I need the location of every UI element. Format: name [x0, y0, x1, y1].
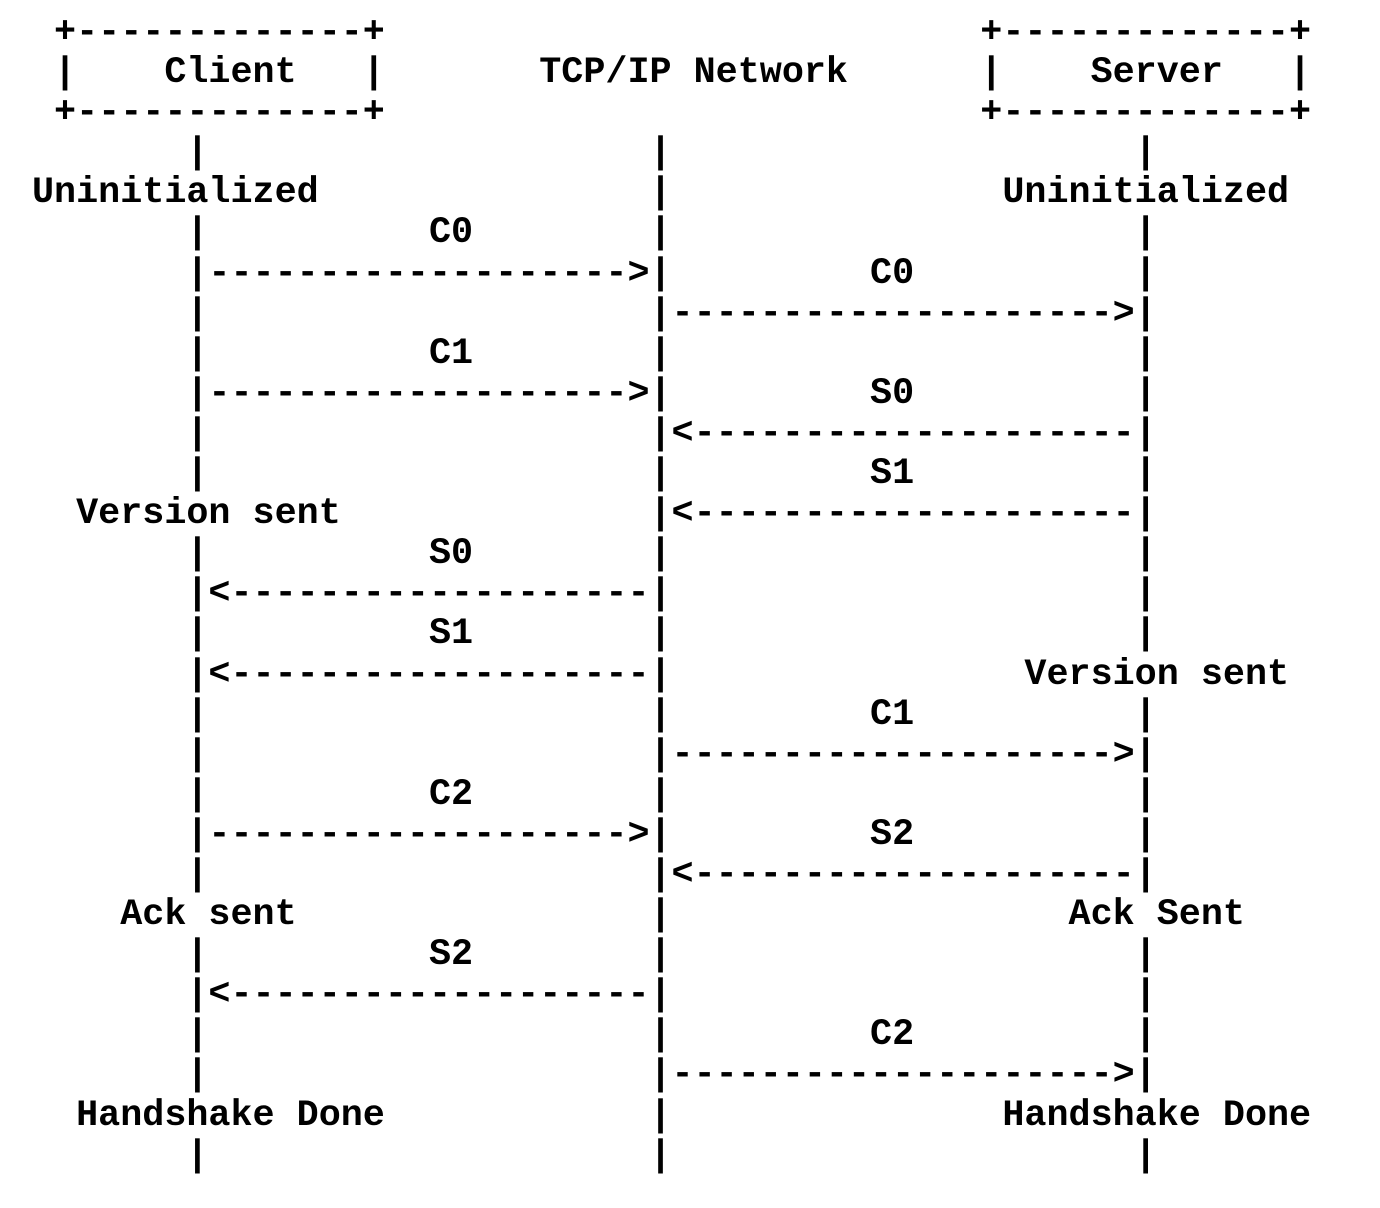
diagram-line-label-s2-left: | S2 | |	[32, 934, 1157, 977]
diagram-line-actor-names: | Client | TCP/IP Network | Server |	[32, 52, 1312, 95]
diagram-line-lifelines: | | |	[32, 132, 1157, 175]
handshake-sequence-diagram: +-------------+ +-------------+ | Client…	[32, 12, 1312, 1177]
diagram-line-arrow-c1-client-to-network: |------------------->| S0 |	[32, 372, 1157, 415]
diagram-line-box-bottoms: +-------------+ +-------------+	[32, 92, 1312, 135]
diagram-line-label-c1-right: | | C1 |	[32, 693, 1157, 736]
diagram-line-arrow-c2-client-to-network: |------------------->| S2 |	[32, 813, 1157, 856]
diagram-line-arrow-c1-network-to-server: | |-------------------->|	[32, 733, 1157, 776]
diagram-line-arrow-s0-network-to-client: |<-------------------| |	[32, 573, 1157, 616]
diagram-line-state-handshake-done: Handshake Done | Handshake Done	[32, 1094, 1312, 1137]
diagram-line-label-s1-left: | S1 | |	[32, 613, 1157, 656]
diagram-line-label-s1-right: | | S1 |	[32, 453, 1157, 496]
diagram-line-label-c2-right: | | C2 |	[32, 1014, 1157, 1057]
diagram-line-arrow-s2-server-to-network: | |<--------------------|	[32, 853, 1157, 896]
diagram-line-label-c1-left: | C1 | |	[32, 332, 1157, 375]
diagram-line-arrow-c0-client-to-network: |------------------->| C0 |	[32, 252, 1157, 295]
diagram-line-arrow-c0-network-to-server: | |-------------------->|	[32, 292, 1157, 335]
diagram-line-arrow-s0-server-to-network: | |<--------------------|	[32, 412, 1157, 455]
diagram-line-arrow-s2-network-to-client: |<-------------------| |	[32, 974, 1157, 1017]
diagram-line-label-s0-left: | S0 | |	[32, 533, 1157, 576]
diagram-line-box-tops: +-------------+ +-------------+	[32, 12, 1312, 54]
diagram-line-arrow-c2-network-to-server: | |-------------------->|	[32, 1054, 1157, 1097]
diagram-line-label-c2-left: | C2 | |	[32, 773, 1157, 816]
diagram-line-arrow-s1-network-to-client: |<-------------------| Version sent	[32, 653, 1290, 696]
diagram-line-state-ack-sent: Ack sent | Ack Sent	[32, 894, 1245, 937]
diagram-line-label-c0-left: | C0 | |	[32, 212, 1157, 255]
diagram-line-state-uninitialized: Uninitialized | Uninitialized	[32, 172, 1290, 215]
diagram-line-lifelines-bottom: | | |	[32, 1134, 1157, 1177]
diagram-line-state-version-sent-client: Version sent |<--------------------|	[32, 493, 1157, 536]
